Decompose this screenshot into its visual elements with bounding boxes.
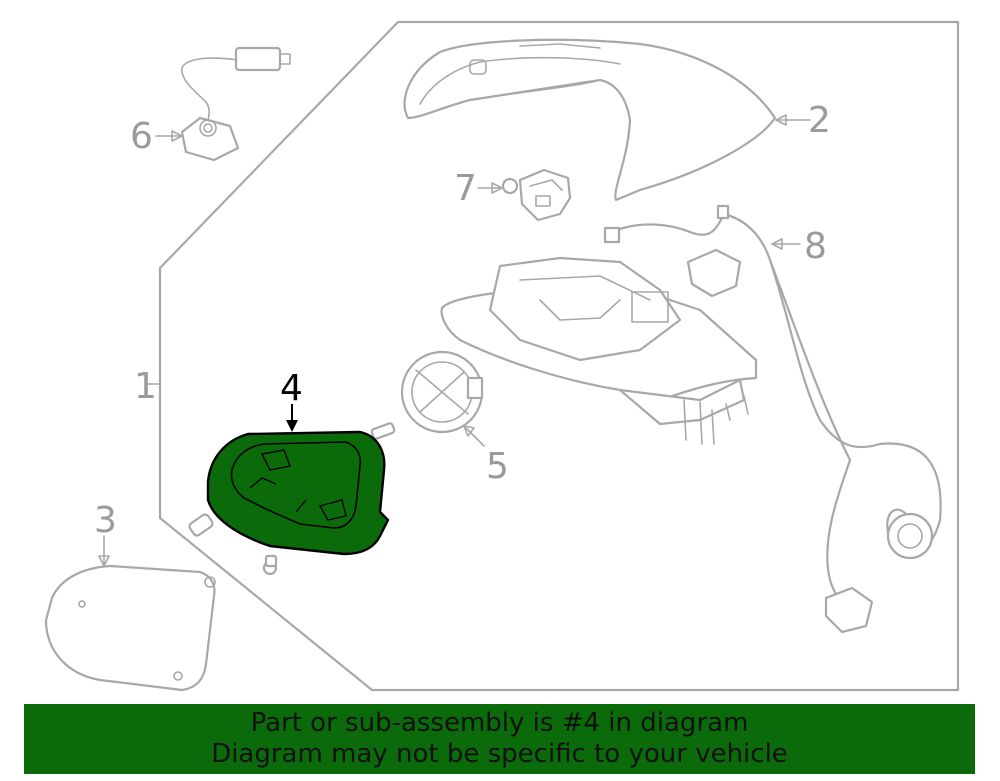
screw-upper	[370, 422, 396, 440]
part-5-motor-ring[interactable]	[400, 350, 484, 434]
callout-2: 2	[808, 100, 831, 141]
leader-lines	[98, 114, 811, 567]
callout-4: 4	[280, 368, 303, 409]
part-3-mirror-glass[interactable]	[44, 564, 216, 692]
banner-line-2: Diagram may not be specific to your vehi…	[211, 739, 788, 769]
part-2-mirror-cover[interactable]	[403, 38, 777, 202]
parts-diagram: 1 2 3 4 5 6 7 8	[44, 20, 960, 692]
part-8-harness[interactable]	[603, 204, 942, 634]
screw-lower	[262, 554, 278, 576]
callout-5: 5	[486, 446, 509, 487]
banner-line-1: Part or sub-assembly is #4 in diagram	[250, 708, 749, 738]
part-4-mirror-housing[interactable]	[206, 430, 390, 556]
assembly-outline	[158, 20, 960, 692]
callout-8: 8	[804, 226, 827, 267]
callout-3: 3	[94, 500, 117, 541]
screw-left	[188, 513, 214, 537]
info-banner: Part or sub-assembly is #4 in diagram Di…	[24, 704, 975, 774]
callout-7: 7	[454, 168, 477, 209]
part-7-clip[interactable]	[501, 168, 572, 222]
mirror-base-assembly	[440, 256, 758, 445]
callout-6: 6	[130, 116, 153, 157]
callout-1: 1	[134, 366, 157, 407]
part-6-camera[interactable]	[180, 46, 291, 162]
